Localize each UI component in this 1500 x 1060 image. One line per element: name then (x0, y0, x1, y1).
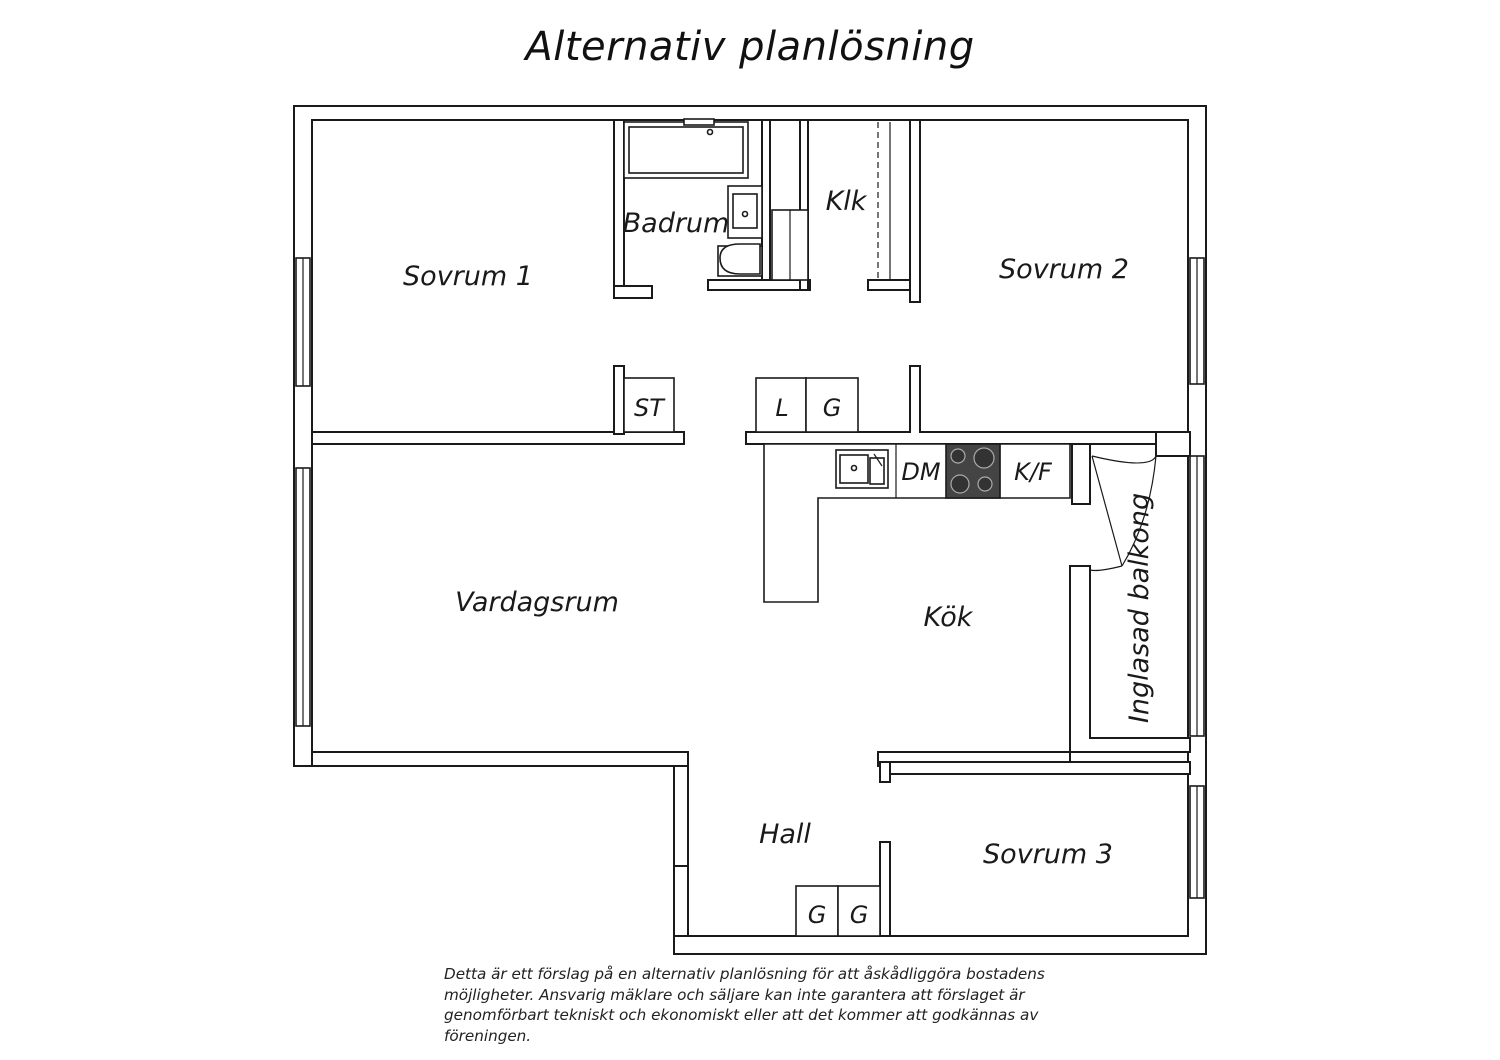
label-wardrobe-kitchen: G (823, 394, 842, 422)
room-label-kok: Kök (924, 602, 974, 633)
label-linen: L (775, 394, 788, 422)
interior-walls (311, 119, 1191, 937)
room-label-sovrum1: Sovrum 1 (403, 261, 533, 292)
kitchen-counter (763, 443, 1071, 603)
label-fridge-freezer: K/F (1014, 458, 1053, 486)
balcony-door (1089, 455, 1157, 572)
room-label-vardagsrum: Vardagsrum (455, 587, 619, 618)
storage-box (623, 377, 675, 433)
hall-wardrobes (795, 885, 881, 937)
windows (295, 257, 1205, 899)
label-wardrobe-hall-1: G (808, 901, 827, 929)
bathroom-fixtures (623, 118, 809, 281)
room-label-hall: Hall (759, 819, 811, 850)
label-wardrobe-hall-2: G (850, 901, 869, 929)
room-label-sovrum2: Sovrum 2 (999, 254, 1129, 285)
kitchen-cabinets-upper (755, 377, 859, 433)
plan-title: Alternativ planlösning (525, 24, 975, 70)
room-label-balkong: Inglasad balkong (1124, 493, 1155, 723)
room-label-badrum: Badrum (623, 208, 730, 239)
disclaimer-text: Detta är ett förslag på en alternativ pl… (444, 965, 1045, 1045)
room-label-klk: Klk (826, 186, 868, 217)
closet-rail (877, 122, 891, 280)
label-storage: ST (634, 394, 666, 422)
room-label-sovrum3: Sovrum 3 (983, 839, 1113, 870)
label-dishwasher: DM (901, 458, 940, 486)
